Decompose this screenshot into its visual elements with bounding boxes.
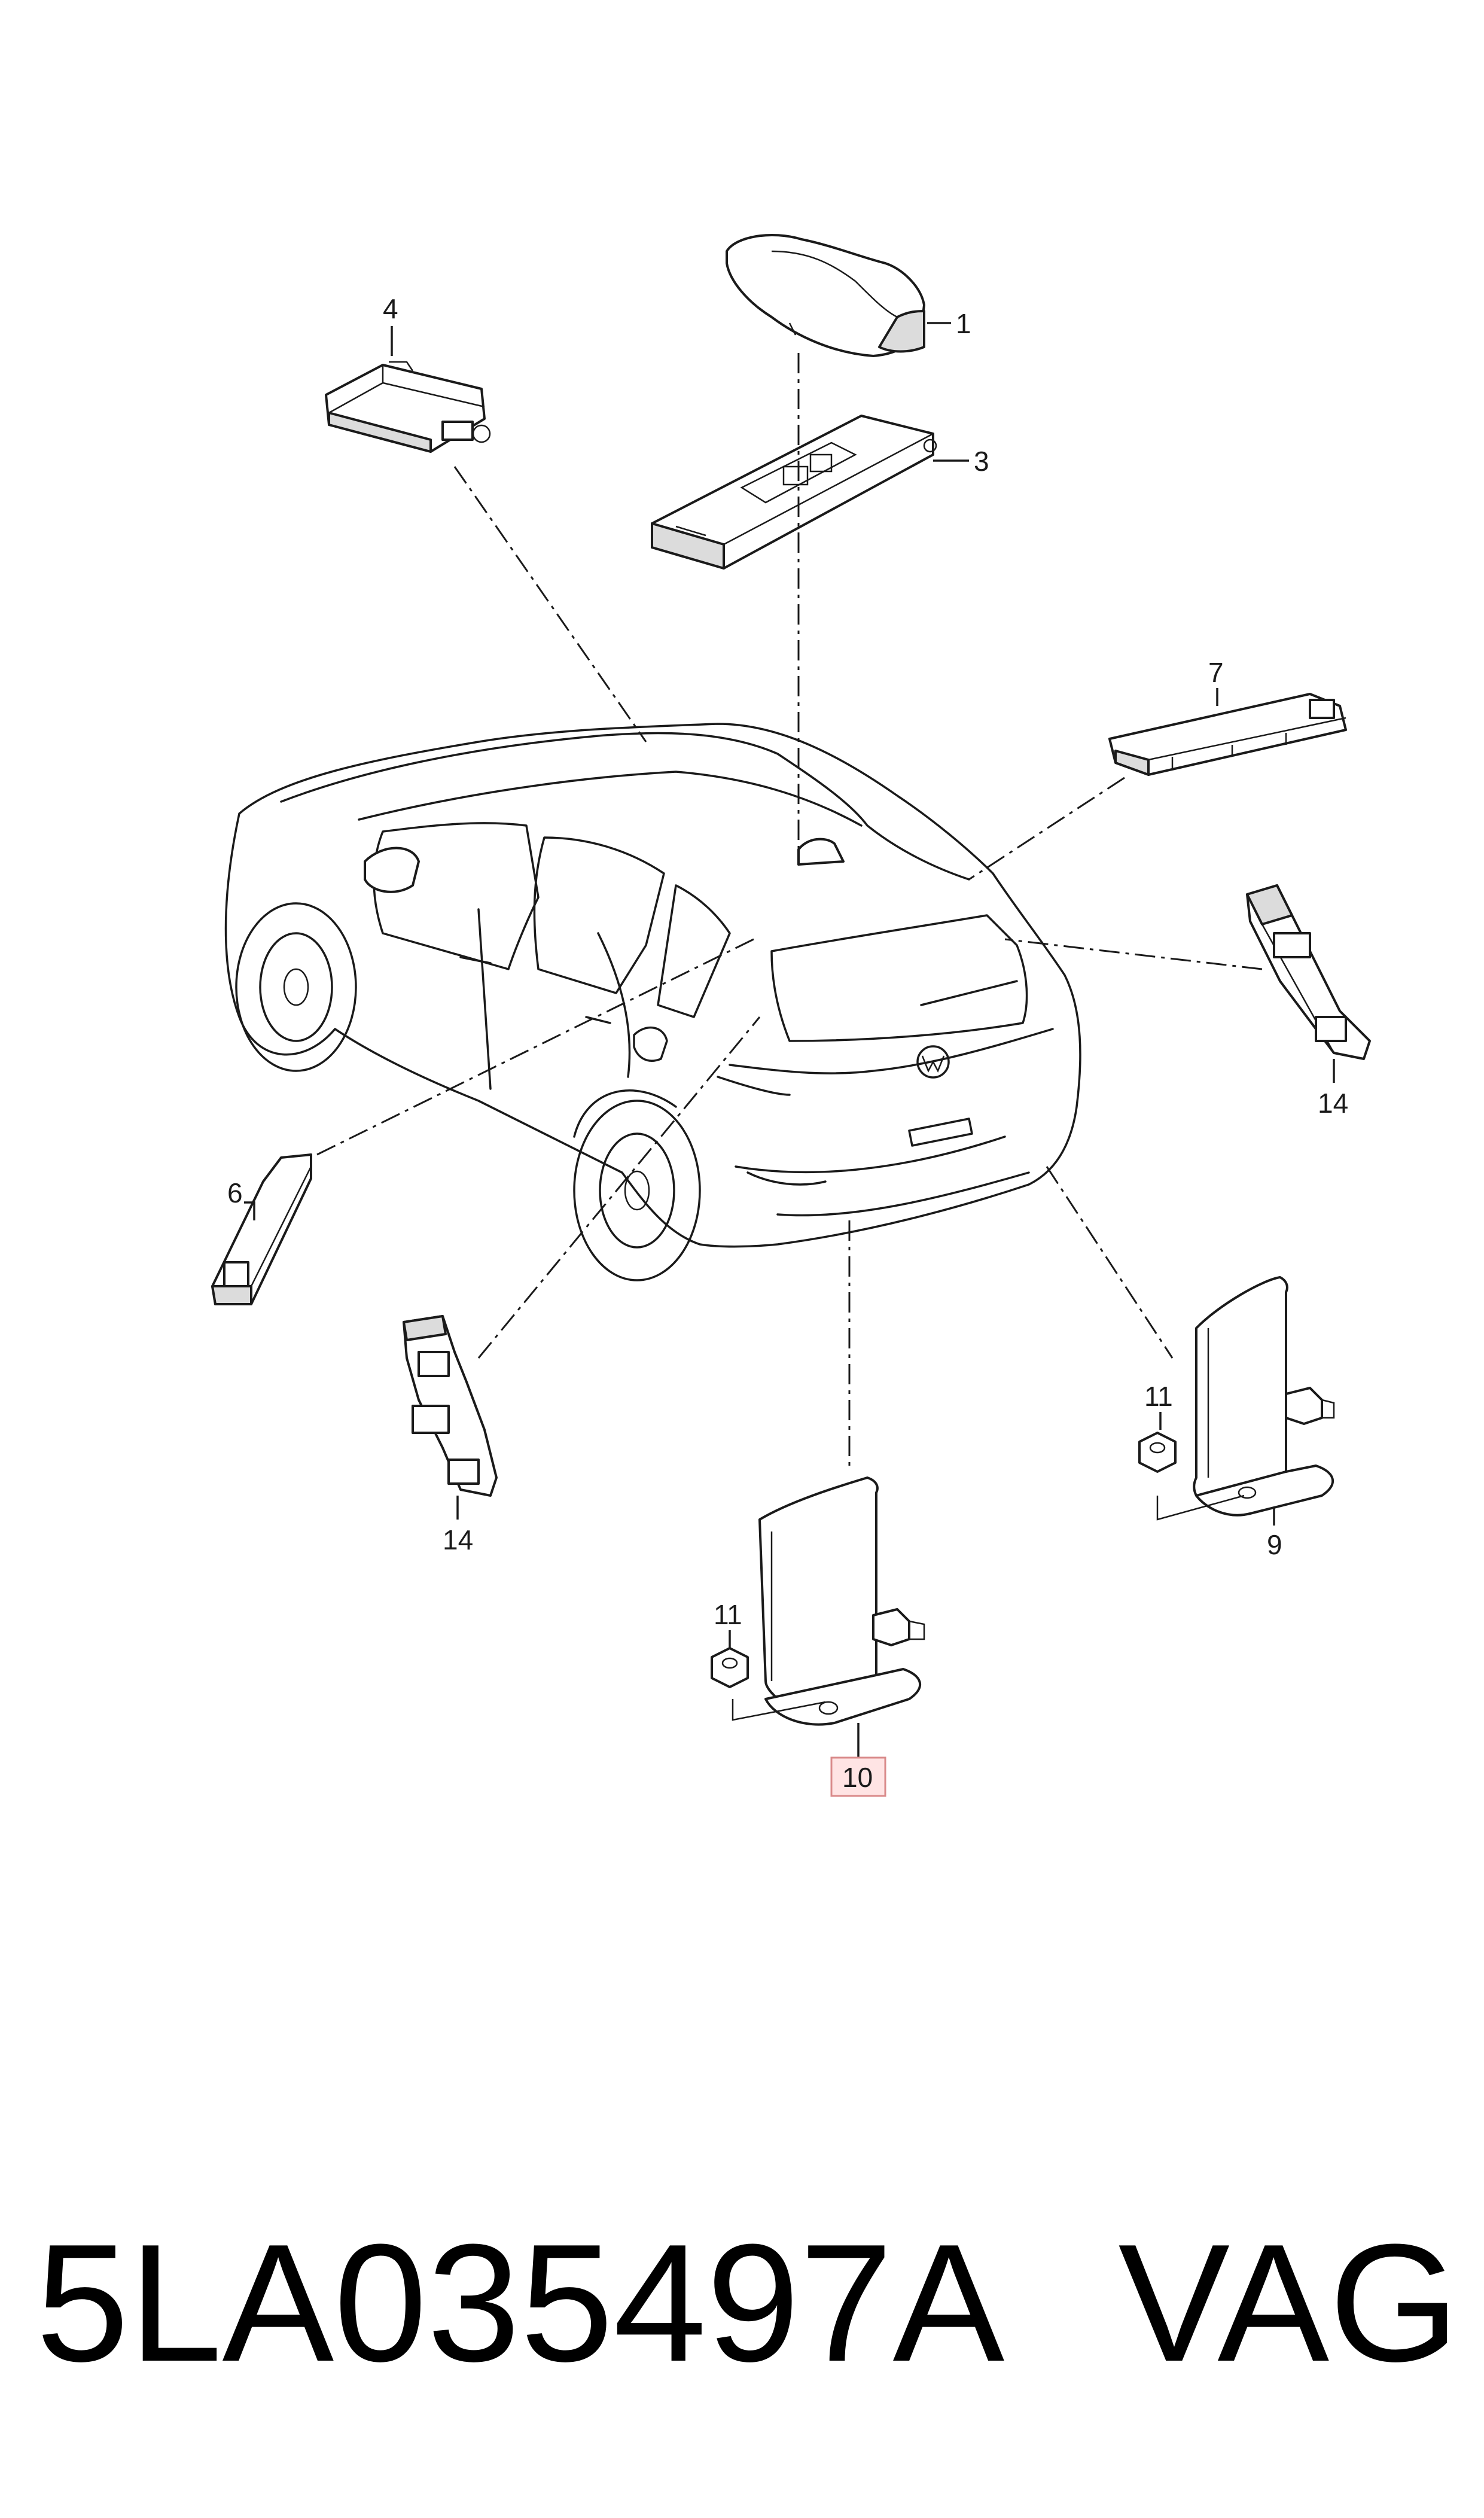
- callout-9: 9: [1267, 1529, 1282, 1560]
- part-number-footer: 5LA035497A VAG: [36, 2213, 1459, 2393]
- callout-label: 11: [714, 1599, 742, 1630]
- part-10-bracket: [732, 1476, 925, 1726]
- callout-label: 4: [383, 293, 398, 324]
- part-11-nut-center: [711, 1647, 749, 1688]
- part-14-sensor-right: [1246, 884, 1371, 1060]
- vehicle-outline: [224, 723, 1081, 1281]
- callout-label: 14: [1318, 1088, 1348, 1119]
- callout-label: 9: [1267, 1529, 1282, 1560]
- brand-name: VAG: [1118, 2210, 1459, 2397]
- callout-7: 7: [1208, 657, 1224, 688]
- part-4-module: [325, 361, 491, 453]
- part-11-nut-right: [1138, 1432, 1177, 1473]
- callout-10-highlighted: 10: [830, 1756, 886, 1797]
- part-3-control-unit: [651, 415, 937, 570]
- callout-11-right: 11: [1144, 1381, 1173, 1412]
- callout-1: 1: [956, 308, 971, 339]
- callout-6: 6: [227, 1177, 243, 1208]
- callout-label: 10: [842, 1762, 873, 1793]
- callout-highlight-box: [830, 1756, 886, 1797]
- callout-14-right: 14: [1318, 1088, 1348, 1119]
- callout-11-center: 11: [714, 1599, 742, 1630]
- callout-leaders: [244, 322, 1335, 1759]
- callout-4: 4: [383, 293, 398, 324]
- callout-3: 3: [974, 446, 989, 477]
- callout-label: 14: [443, 1524, 473, 1555]
- callout-label: 7: [1208, 657, 1224, 688]
- callout-label: 3: [974, 446, 989, 477]
- callout-label: 6: [227, 1177, 243, 1208]
- callout-14-left: 14: [443, 1524, 473, 1555]
- part-number: 5LA035497A: [36, 2210, 1005, 2397]
- callout-label: 1: [956, 308, 971, 339]
- assembly-lines: [316, 353, 1263, 1472]
- part-7-sensor: [1108, 693, 1347, 776]
- callout-label: 11: [1144, 1381, 1173, 1412]
- part-6-sensor: [211, 1153, 312, 1305]
- part-14-sensor-left: [403, 1315, 498, 1497]
- part-1-roof-antenna: [726, 233, 925, 357]
- part-9-bracket: [1156, 1276, 1335, 1521]
